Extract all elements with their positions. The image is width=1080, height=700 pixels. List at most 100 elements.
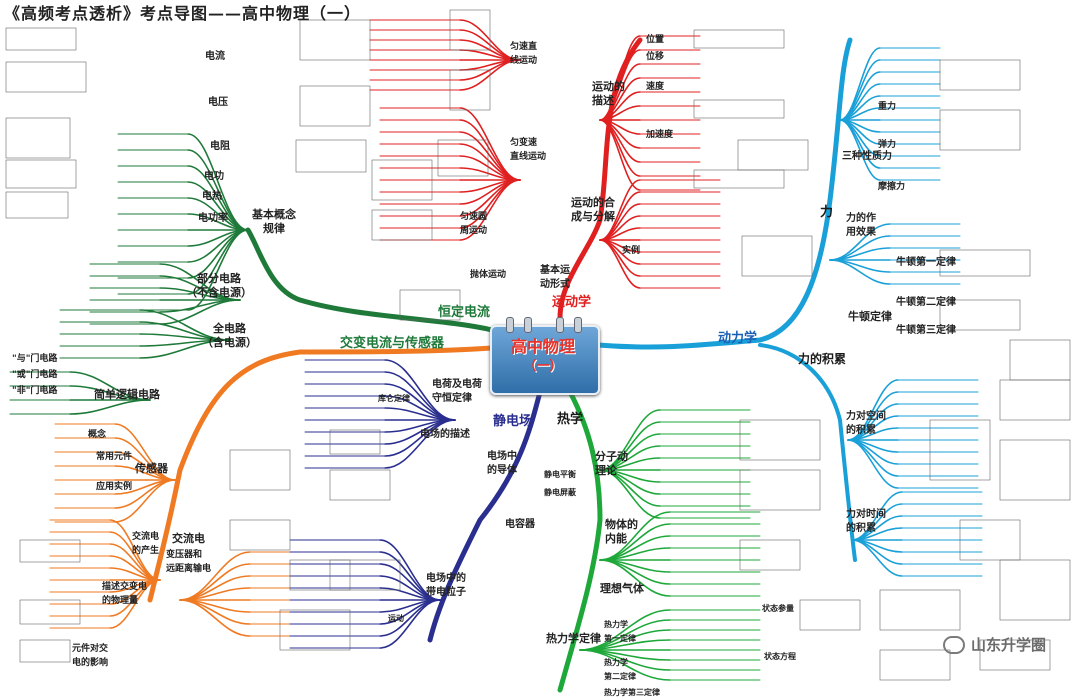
branch-momentum[interactable]: 力的积累: [798, 352, 847, 366]
node-partial-circuit[interactable]: 部分电路 （不含电源）: [186, 272, 252, 299]
node-ac-generation[interactable]: 交流电 的产生: [132, 532, 160, 556]
central-topic[interactable]: 高中物理 （一）: [490, 317, 600, 395]
node-power[interactable]: 电功率: [198, 213, 228, 224]
node-sensor[interactable]: 传感器: [135, 462, 168, 475]
formula-box: [329, 429, 381, 455]
node-elastic[interactable]: 弹力: [878, 140, 897, 150]
node-full-circuit[interactable]: 全电路 （含电源）: [202, 322, 257, 349]
node-electric-heat[interactable]: 电热: [202, 191, 222, 202]
formula-box: [329, 469, 391, 501]
branch-dynamics[interactable]: 动力学: [718, 331, 758, 346]
node-ac-quantities[interactable]: 描述交变电 的物理量: [102, 582, 148, 606]
node-force-effects[interactable]: 力的作 用效果: [846, 213, 876, 238]
branch-line-momentum: [758, 343, 857, 562]
node-coulomb-law[interactable]: 库仑定律: [378, 394, 410, 403]
node-molecular-theory[interactable]: 分子动 理论: [595, 450, 628, 477]
formula-box: [693, 29, 785, 49]
node-and-gate[interactable]: "与"门电路: [12, 354, 58, 364]
branch-kinematics[interactable]: 运动学: [552, 295, 592, 310]
node-alternating-current[interactable]: 交流电: [172, 532, 205, 545]
dyn-twig: [839, 71, 881, 121]
node-capacitor[interactable]: 电容器: [505, 519, 535, 530]
node-basic-concepts[interactable]: 基本概念 规律: [252, 208, 296, 235]
node-friction[interactable]: 摩擦力: [878, 182, 906, 192]
branch-line-es: [427, 389, 543, 643]
node-motion-description[interactable]: 运动的 描述: [592, 80, 625, 107]
node-displacement[interactable]: 位移: [646, 52, 665, 62]
node-charged-particle[interactable]: 电场中的 带电粒子: [426, 573, 466, 598]
node-projectile[interactable]: 抛体运动: [470, 270, 507, 280]
node-time-accumulation[interactable]: 力对时间 的积累: [846, 509, 886, 534]
node-position[interactable]: 位置: [646, 35, 665, 45]
branch-dc[interactable]: 恒定电流: [438, 305, 491, 320]
formula-box: [19, 539, 81, 563]
node-internal-energy[interactable]: 物体的 内能: [605, 518, 638, 545]
formula-box: [929, 419, 991, 481]
formula-box: [693, 169, 785, 189]
formula-box: [295, 139, 367, 173]
node-common-components[interactable]: 常用元件: [96, 452, 133, 462]
branch-force[interactable]: 力: [820, 205, 834, 220]
branch-line-dc: [245, 227, 495, 333]
branch-ac[interactable]: 交变电流与传感器: [340, 336, 445, 351]
node-state-parameters[interactable]: 状态参量: [762, 604, 794, 613]
node-resistance[interactable]: 电阻: [210, 141, 230, 152]
node-basic-motion-forms[interactable]: 基本运 动形式: [540, 265, 570, 290]
formula-box: [5, 61, 87, 93]
kin-twig: [459, 179, 521, 241]
node-particle-motion[interactable]: 运动: [388, 614, 404, 623]
node-or-gate[interactable]: "或"门电路: [12, 370, 58, 380]
node-newton-first[interactable]: 牛顿第一定律: [896, 257, 956, 268]
node-motion-composition[interactable]: 运动的合 成与分解: [571, 196, 615, 223]
node-three-forces[interactable]: 三种性质力: [842, 151, 892, 162]
node-electrostatic-shielding[interactable]: 静电屏蔽: [544, 488, 576, 497]
formula-box: [1009, 339, 1071, 381]
ac-twig: [179, 599, 251, 637]
node-thermo-laws[interactable]: 热力学定律: [546, 632, 601, 645]
watermark: 山东升学圈: [942, 634, 1046, 655]
node-concept[interactable]: 概念: [88, 430, 107, 440]
node-not-gate[interactable]: "非"门电路: [12, 386, 58, 396]
node-acceleration[interactable]: 加速度: [646, 130, 674, 140]
node-newton-laws[interactable]: 牛顿定律: [848, 310, 892, 323]
branch-thermo[interactable]: 热学: [557, 412, 584, 427]
node-second-law[interactable]: 热力学 第二定律: [604, 658, 636, 681]
node-logic-circuit[interactable]: 简单逻辑电路: [94, 388, 160, 401]
dc-twig: [159, 299, 241, 325]
calendar-ring-icon: [556, 317, 564, 333]
es-twig: [384, 419, 456, 469]
node-current[interactable]: 电流: [205, 51, 225, 62]
node-uniform-accel[interactable]: 匀变速 直线运动: [510, 138, 547, 162]
node-applications[interactable]: 应用实例: [96, 482, 133, 492]
node-electrostatic-equilibrium[interactable]: 静电平衡: [544, 470, 576, 479]
node-uniform-linear[interactable]: 匀速直 线运动: [510, 42, 538, 66]
formula-box: [5, 117, 71, 159]
formula-box: [371, 209, 433, 241]
formula-box: [739, 419, 821, 461]
node-field-description[interactable]: 电场的描述: [420, 429, 470, 440]
detail-lines: [9, 19, 983, 681]
central-topic-card: [490, 325, 600, 395]
node-examples[interactable]: 实例: [622, 246, 641, 256]
formula-box: [299, 85, 371, 127]
node-component-effects[interactable]: 元件对交 电的影响: [72, 644, 109, 668]
node-state-equation[interactable]: 状态方程: [764, 652, 796, 661]
node-velocity[interactable]: 速度: [646, 82, 665, 92]
node-transformer[interactable]: 变压器和 远距离输电: [166, 550, 212, 574]
node-ideal-gas[interactable]: 理想气体: [600, 582, 644, 595]
es-twig: [379, 599, 441, 649]
node-voltage[interactable]: 电压: [208, 97, 228, 108]
node-third-law[interactable]: 热力学第三定律: [604, 688, 660, 697]
node-conductor-in-field[interactable]: 电场中 的导体: [487, 451, 517, 476]
node-gravity[interactable]: 重力: [878, 102, 897, 112]
formula-box: [5, 159, 77, 189]
node-uniform-circular[interactable]: 匀速圆 周运动: [460, 212, 488, 236]
node-newton-second[interactable]: 牛顿第二定律: [896, 297, 956, 308]
node-charge-conservation[interactable]: 电荷及电荷 守恒定律: [432, 379, 482, 404]
branch-electrostatics[interactable]: 静电场: [493, 414, 533, 429]
node-first-law[interactable]: 热力学 第一定律: [604, 620, 636, 643]
node-newton-third[interactable]: 牛顿第三定律: [896, 325, 956, 336]
node-electric-work[interactable]: 电功: [204, 171, 224, 182]
dc-twig: [139, 339, 231, 359]
node-space-accumulation[interactable]: 力对空间 的积累: [846, 411, 886, 436]
